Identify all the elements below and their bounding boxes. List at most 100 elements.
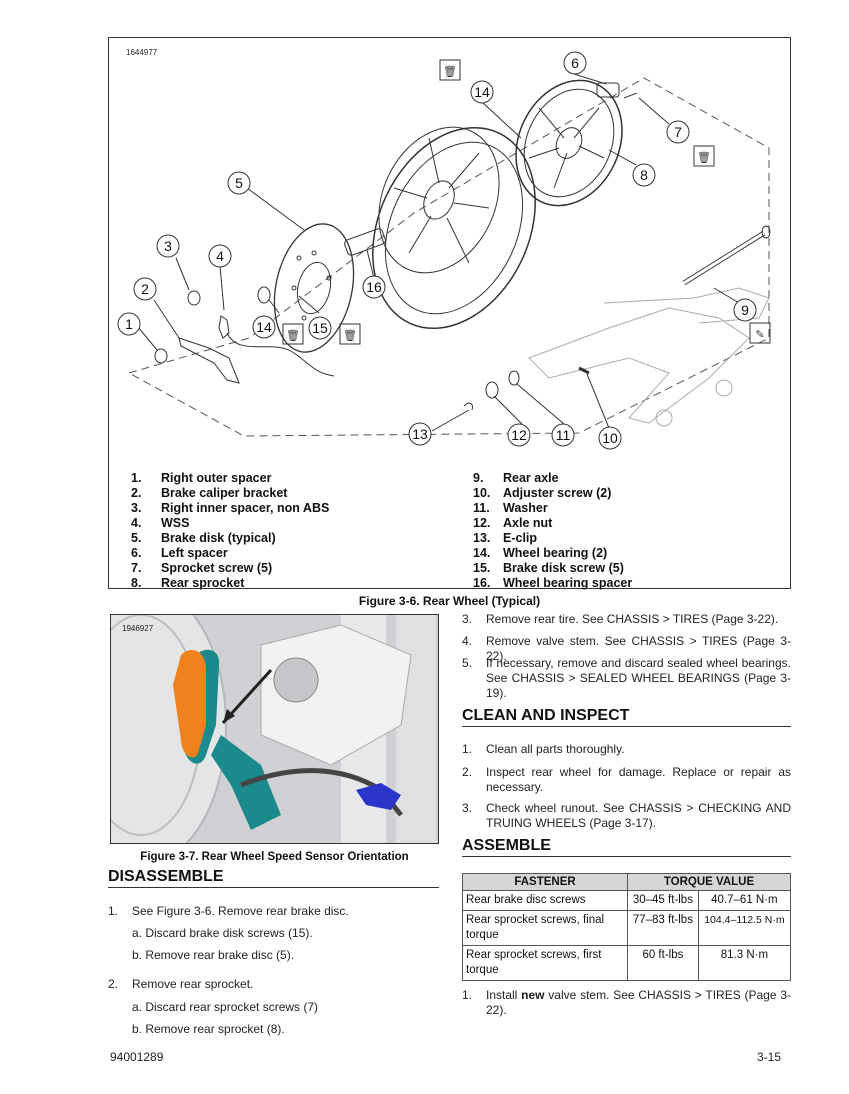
legend-text: Sprocket screw (5) bbox=[161, 561, 273, 575]
svg-text:11: 11 bbox=[556, 427, 571, 443]
callout-6: 6 bbox=[563, 51, 587, 75]
legend-number: 11. bbox=[473, 501, 490, 515]
callout-4: 4 bbox=[208, 244, 232, 268]
legend-item: 8.Rear sprocket bbox=[131, 576, 329, 591]
legend-number: 4. bbox=[131, 516, 142, 530]
assemble-step-1: 1. Install new valve stem. See CHASSIS >… bbox=[462, 988, 791, 1017]
legend-item: 15.Brake disk screw (5) bbox=[473, 561, 632, 576]
callout-1: 1 bbox=[117, 312, 141, 336]
legend-text: Right inner spacer, non ABS bbox=[161, 501, 330, 515]
svg-text:14: 14 bbox=[256, 319, 272, 335]
legend-number: 7. bbox=[131, 561, 142, 575]
legend-item: 14.Wheel bearing (2) bbox=[473, 546, 632, 561]
legend-text: Rear axle bbox=[503, 471, 559, 485]
legend-item: 12. Axle nut bbox=[473, 516, 632, 531]
figure-wss-orientation: 1946927 bbox=[110, 614, 439, 844]
legend-text: Left spacer bbox=[161, 546, 228, 560]
legend-text: E-clip bbox=[503, 531, 538, 545]
legend-text: Adjuster screw (2) bbox=[503, 486, 612, 500]
discard-icon: 🗑 bbox=[697, 151, 711, 164]
svg-text:8: 8 bbox=[640, 167, 648, 183]
figure-id: 1946927 bbox=[122, 624, 154, 633]
legend-number: 5. bbox=[131, 531, 142, 545]
legend-text: WSS bbox=[161, 516, 190, 530]
figure-id: 1644977 bbox=[126, 48, 158, 57]
step-5: 5. If necessary, remove and discard seal… bbox=[462, 656, 791, 700]
svg-text:13: 13 bbox=[412, 426, 428, 442]
callout-10: 10 bbox=[598, 426, 622, 450]
wss-photo-illustration bbox=[111, 615, 438, 843]
callout-9: 9 bbox=[733, 298, 757, 322]
disassemble-step-1a: a. Discard brake disk screws (15). bbox=[132, 926, 313, 940]
lubricate-icon: ✎ bbox=[755, 329, 764, 341]
legend-number: 3. bbox=[131, 501, 142, 515]
legend-item: 5. Brake disk (typical) bbox=[131, 531, 329, 546]
svg-text:9: 9 bbox=[741, 302, 749, 318]
column-header-torque: TORQUE VALUE bbox=[627, 873, 791, 891]
svg-text:14: 14 bbox=[474, 84, 490, 100]
legend-text: Right outer spacer bbox=[161, 471, 272, 485]
legend-item: 9. Rear axle bbox=[473, 471, 632, 486]
figure-rear-wheel-exploded: 1644977 bbox=[108, 37, 791, 591]
step-3: 3. Remove rear tire. See CHASSIS > TIRES… bbox=[462, 612, 779, 626]
svg-text:7: 7 bbox=[674, 124, 682, 140]
table-row: Rear brake disc screws 30–45 ft-lbs 40.7… bbox=[462, 890, 792, 911]
assemble-heading: ASSEMBLE bbox=[462, 837, 791, 857]
callout-3: 3 bbox=[156, 234, 180, 258]
table-row: Rear sprocket screws, first torque 60 ft… bbox=[462, 945, 792, 981]
clean-step-3: 3. Check wheel runout. See CHASSIS > CHE… bbox=[462, 801, 791, 830]
disassemble-step-2: 2. Remove rear sprocket. bbox=[108, 977, 254, 991]
legend-text: Brake caliper bracket bbox=[161, 486, 288, 500]
column-header-fastener: FASTENER bbox=[462, 873, 628, 891]
step-4: 4. Remove valve stem. See CHASSIS > TIRE… bbox=[462, 634, 791, 663]
legend-number: 14. bbox=[473, 546, 491, 560]
callout-2: 2 bbox=[133, 277, 157, 301]
legend-right: 9. Rear axle 10. Adjuster screw (2)11.Washe… bbox=[473, 471, 632, 591]
page-number: 3-15 bbox=[757, 1050, 782, 1064]
legend-item: 2.Brake caliper bracket bbox=[131, 486, 329, 501]
legend-item: 13.E-clip bbox=[473, 531, 632, 546]
callout-11: 11 bbox=[551, 423, 575, 447]
disassemble-step-2b: b. Remove rear sprocket (8). bbox=[132, 1022, 285, 1036]
legend-number: 12. bbox=[473, 516, 491, 530]
legend-number: 6. bbox=[131, 546, 142, 560]
svg-text:6: 6 bbox=[571, 55, 579, 71]
legend-item: 3. Right inner spacer, non ABS bbox=[131, 501, 329, 516]
svg-text:12: 12 bbox=[511, 427, 527, 443]
disassemble-heading: DISASSEMBLE bbox=[108, 868, 439, 888]
legend-number: 1. bbox=[131, 471, 142, 485]
legend-item: 16.Wheel bearing spacer bbox=[473, 576, 632, 591]
legend-item: 11.Washer bbox=[473, 501, 632, 516]
legend-number: 10. bbox=[473, 486, 491, 500]
disassemble-step-1: 1. See Figure 3-6. Remove rear brake dis… bbox=[108, 904, 349, 918]
callout-7: 7 bbox=[666, 120, 690, 144]
callout-5: 5 bbox=[227, 171, 251, 195]
clean-inspect-heading: CLEAN AND INSPECT bbox=[462, 707, 791, 727]
discard-icon: 🗑 bbox=[443, 65, 457, 78]
disassemble-step-2a: a. Discard rear sprocket screws (7) bbox=[132, 1000, 319, 1014]
figure-3-6-caption: Figure 3-6. Rear Wheel (Typical) bbox=[358, 594, 541, 608]
callout-15: 15 bbox=[308, 316, 332, 340]
legend-number: 8. bbox=[131, 576, 142, 590]
figure-3-7-caption: Figure 3-7. Rear Wheel Speed Sensor Orie… bbox=[140, 851, 409, 863]
legend-text: Axle nut bbox=[503, 516, 553, 530]
doc-number: 94001289 bbox=[110, 1050, 164, 1064]
svg-text:1: 1 bbox=[125, 316, 133, 332]
legend-number: 15. bbox=[473, 561, 491, 575]
callout-8: 8 bbox=[632, 163, 656, 187]
svg-text:4: 4 bbox=[216, 248, 224, 264]
callout-12: 12 bbox=[507, 423, 531, 447]
callout-14: 14 bbox=[252, 315, 276, 339]
legend-text: Brake disk (typical) bbox=[161, 531, 276, 545]
torque-table: FASTENER TORQUE VALUE Rear brake disc sc… bbox=[462, 873, 792, 981]
legend-number: 9. bbox=[473, 471, 484, 485]
callout-14: 14 bbox=[470, 80, 494, 104]
svg-text:2: 2 bbox=[141, 281, 149, 297]
disassemble-step-1b: b. Remove rear brake disc (5). bbox=[132, 948, 295, 962]
legend-item: 10. Adjuster screw (2) bbox=[473, 486, 632, 501]
svg-text:5: 5 bbox=[235, 175, 243, 191]
discard-icon: 🗑 bbox=[286, 329, 300, 342]
callout-13: 13 bbox=[408, 422, 432, 446]
